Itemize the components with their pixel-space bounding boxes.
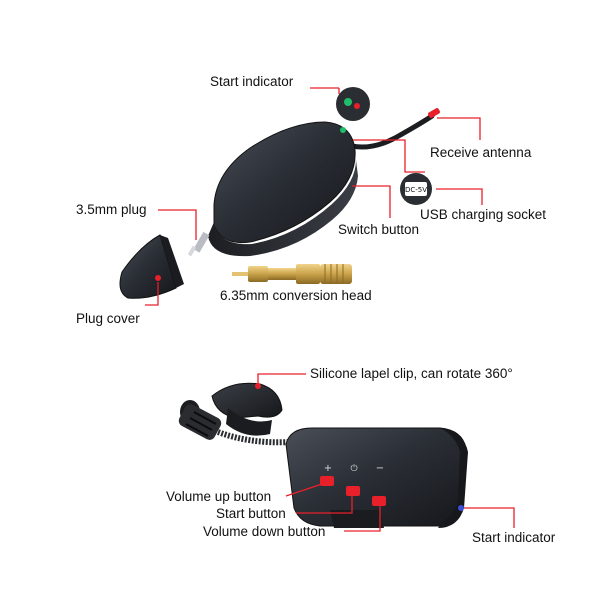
volume-down-leader [344, 506, 381, 532]
label-receive-antenna: Receive antenna [430, 145, 532, 160]
label-switch-button: Switch button [338, 222, 420, 237]
start-indicator-dot [340, 127, 346, 133]
start-button-leader [296, 496, 353, 514]
minus-mark: − [376, 463, 384, 474]
usb-marking: DC-5V [405, 186, 427, 194]
label-plug-cover: Plug cover [76, 311, 140, 326]
label-start-indicator-bottom: Start indicator [472, 530, 556, 545]
receive-antenna [349, 113, 435, 150]
label-conversion-head: 6.35mm conversion head [220, 288, 372, 303]
gooseneck [216, 429, 291, 446]
start-indicator-zoom [336, 87, 370, 121]
label-start-button: Start button [216, 506, 286, 521]
microphone-capsule [178, 400, 222, 440]
label-start-indicator-top: Start indicator [210, 74, 294, 89]
conversion-head [232, 264, 352, 284]
volume-up-leader [285, 483, 323, 497]
receiver-side [208, 160, 358, 257]
label-volume-up: Volume up button [166, 489, 272, 504]
plus-mark: + [324, 463, 332, 474]
label-plug-35mm: 3.5mm plug [76, 202, 147, 217]
label-usb-socket: USB charging socket [420, 207, 547, 222]
label-lapel-clip: Silicone lapel clip, can rotate 360° [310, 366, 513, 381]
antenna-tip [428, 108, 440, 118]
antenna-leader [353, 139, 425, 173]
volume-up-btn [320, 476, 334, 486]
start-indicator-led [458, 505, 464, 511]
plug-cover [119, 234, 177, 299]
lapel-clip [211, 382, 283, 419]
receiver-body [213, 121, 356, 244]
start-indicator-leader [464, 507, 515, 528]
start-btn [346, 486, 360, 496]
plug-35mm [193, 231, 210, 253]
label-volume-down: Volume down button [203, 524, 326, 539]
switch-leader [352, 185, 391, 218]
plug-leader [158, 209, 197, 240]
power-mark: ⏻ [350, 463, 357, 474]
volume-down-btn [372, 496, 386, 506]
